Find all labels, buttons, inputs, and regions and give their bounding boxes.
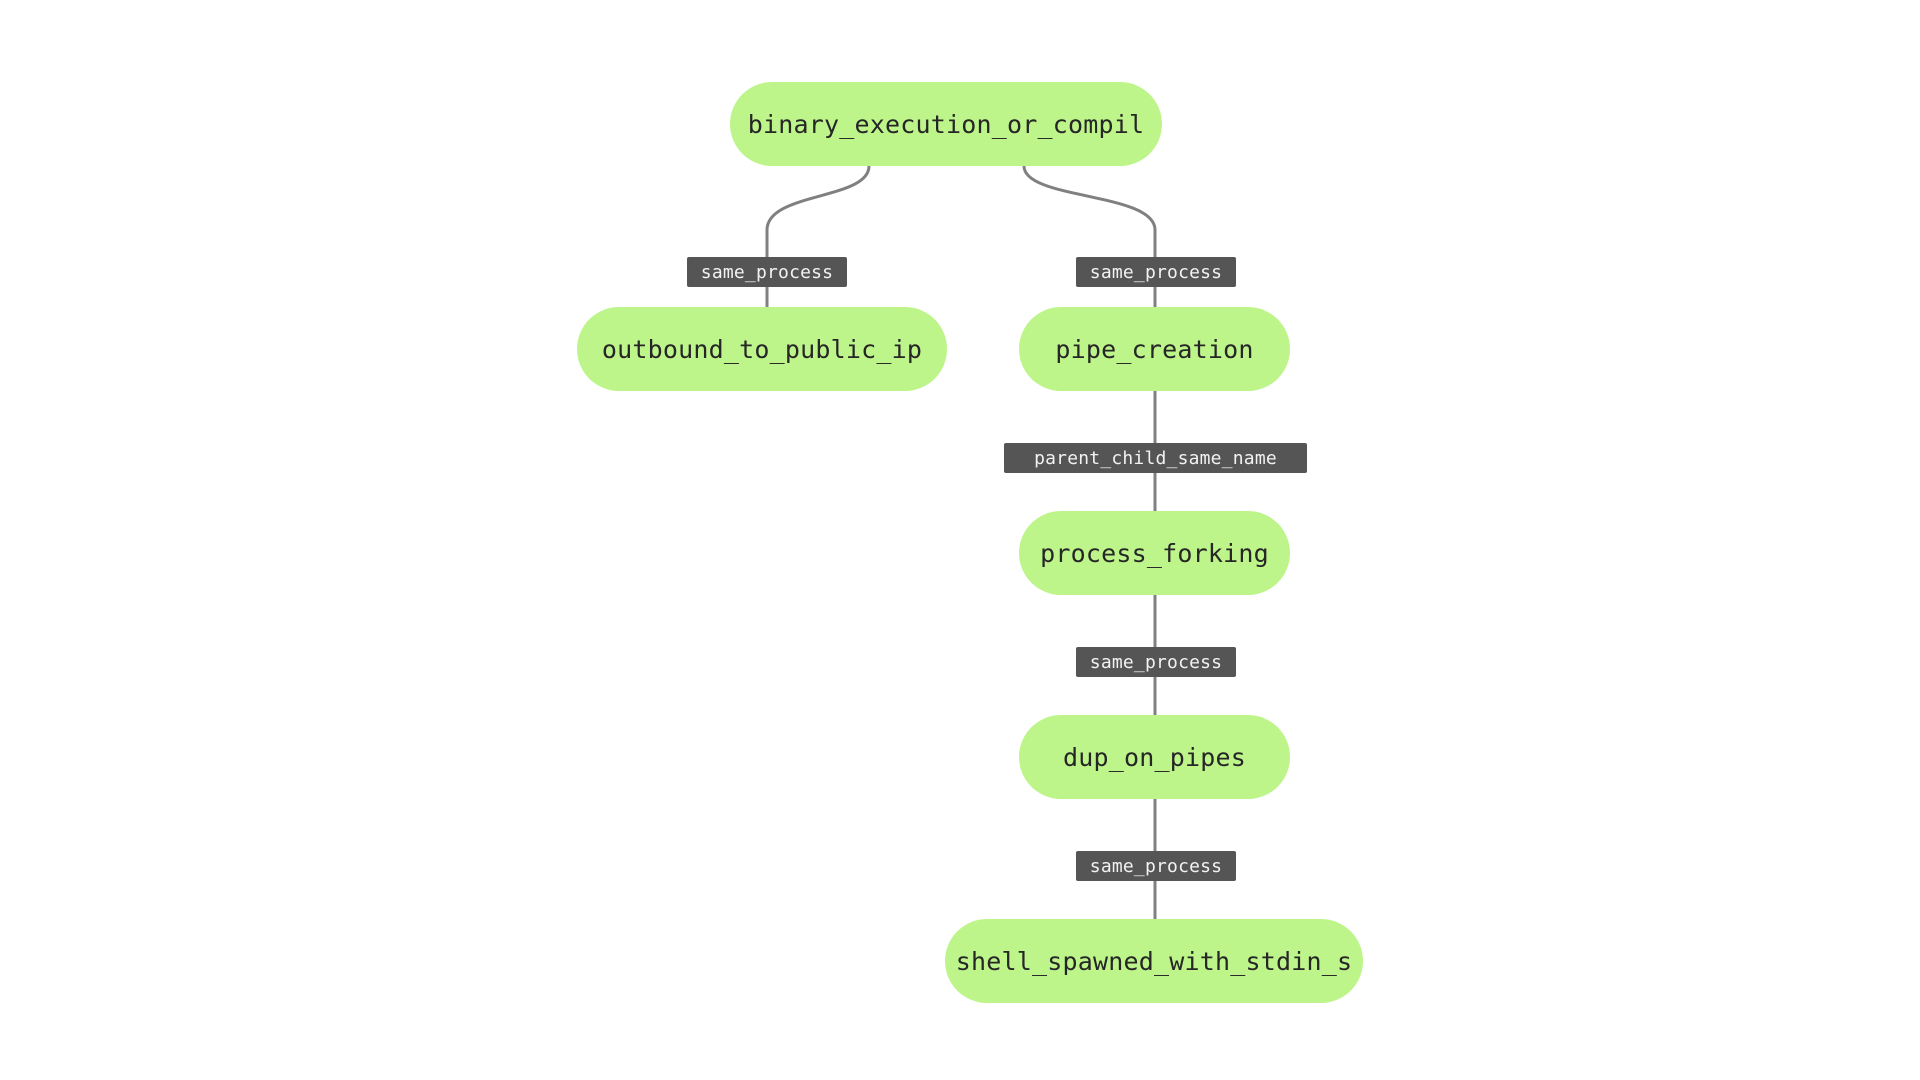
- graph-node-outbound-to-public-ip[interactable]: outbound_to_public_ip: [577, 307, 947, 391]
- edge-label-same-process: same_process: [1076, 257, 1236, 287]
- edge-label-parent-child-same-name: parent_child_same_name: [1004, 443, 1307, 473]
- edge-label-same-process: same_process: [687, 257, 847, 287]
- edge-connector: [1022, 164, 1157, 309]
- graph-node-pipe-creation[interactable]: pipe_creation: [1019, 307, 1290, 391]
- edge-label-same-process: same_process: [1076, 647, 1236, 677]
- graph-node-binary-execution-or-compil[interactable]: binary_execution_or_compil: [730, 82, 1162, 166]
- graph-node-dup-on-pipes[interactable]: dup_on_pipes: [1019, 715, 1290, 799]
- edge-label-same-process: same_process: [1076, 851, 1236, 881]
- edge-connector: [765, 164, 871, 309]
- graph-node-shell-spawned-with-stdin-s[interactable]: shell_spawned_with_stdin_s: [945, 919, 1363, 1003]
- graph-node-process-forking[interactable]: process_forking: [1019, 511, 1290, 595]
